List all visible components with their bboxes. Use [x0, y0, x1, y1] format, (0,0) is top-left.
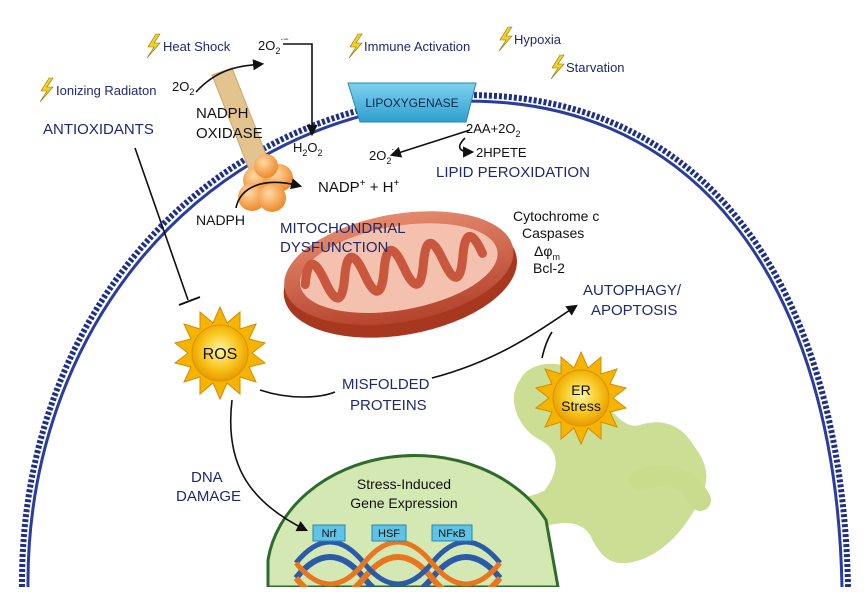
stressor-immune-activation: Immune Activation	[364, 39, 470, 54]
lipoxygenase-enzyme: LIPOXYGENASE	[347, 82, 477, 123]
lightning-icon	[550, 54, 565, 80]
misfolded-label-2: PROTEINS	[350, 397, 427, 414]
mitochondrion	[283, 211, 517, 338]
hpete-product: 2HPETE	[476, 145, 527, 160]
arrow-misfolded-to-apoptosis	[431, 304, 578, 379]
dna-helix	[293, 539, 503, 592]
gene-expression-title-2: Gene Expression	[350, 495, 457, 511]
ros-label: ROS	[203, 346, 238, 363]
gene-expression-title-1: Stress-Induced	[357, 476, 451, 492]
nadph-oxidase-label-2: OXIDASE	[196, 125, 263, 142]
autophagy-label-2: APOPTOSIS	[591, 302, 677, 319]
connector-ros-misfolded	[259, 389, 336, 398]
lipid-peroxidation-label: LIPID PEROXIDATION	[436, 164, 590, 181]
tf-hsf: HSF	[371, 524, 407, 542]
oxidase-subunit	[258, 184, 286, 212]
nadph-oxidase	[211, 67, 293, 212]
arachidonic-acid: 2AA+2O2	[466, 121, 521, 139]
er-stress-label-2: Stress	[561, 398, 601, 414]
er-stress-sun: ER Stress	[534, 350, 628, 446]
connector-er-to-apoptosis	[541, 331, 553, 359]
arrow-nadph-to-nadp	[235, 178, 303, 209]
tf-nrf-label: Nrf	[322, 528, 338, 540]
bcl-2: Bcl-2	[533, 260, 565, 276]
lightning-icon	[498, 26, 513, 52]
inhibition-antioxidants-ros	[134, 147, 189, 301]
tf-hsf-label: HSF	[378, 528, 400, 540]
stressor-heat-shock: Heat Shock	[163, 39, 231, 54]
cytochrome-c: Cytochrome c	[513, 208, 599, 224]
h2o2-label: H2O2	[293, 140, 323, 158]
antioxidants-label: ANTIOXIDANTS	[43, 121, 154, 138]
arrow-superoxide-to-h2o2	[283, 43, 318, 137]
lightning-icons	[39, 26, 565, 103]
inhibition-bar	[178, 296, 201, 306]
stressor-starvation: Starvation	[566, 60, 625, 75]
lightning-icon	[146, 33, 161, 59]
caspases: Caspases	[522, 225, 584, 241]
lightning-icon	[348, 33, 363, 59]
pathway-arrows	[134, 43, 578, 532]
tf-nfkb: NFκB	[431, 524, 473, 542]
superoxide-top: 2O2·−	[258, 34, 289, 56]
o2-reactant: 2O2	[172, 79, 194, 97]
nadph-reactant: NADPH	[196, 212, 245, 228]
mito-dysfunction-label-2: DYSFUNCTION	[280, 239, 388, 256]
lipoxygenase-label: LIPOXYGENASE	[365, 96, 458, 110]
superoxide-mid: 2O2·	[369, 144, 394, 166]
lightning-icon	[39, 77, 54, 103]
nadp-product: NADP+ + H+	[318, 178, 399, 196]
oxidase-subunit	[238, 183, 266, 211]
ros-sun: ROS	[173, 305, 267, 401]
delta-phi-m: Δφm	[534, 243, 560, 262]
arrow-ros-to-dna	[229, 399, 309, 532]
dna-damage-label-1: DNA	[191, 469, 223, 486]
misfolded-label-1: MISFOLDED	[342, 376, 430, 393]
arrow-o2-to-superoxide	[195, 59, 265, 93]
tf-nrf: Nrf	[312, 524, 346, 542]
stressor-ionizing-radiation: Ionizing Radiaton	[56, 83, 156, 98]
dna-damage-label-2: DAMAGE	[176, 488, 241, 505]
arrow-aa-to-hpete	[458, 137, 475, 158]
er-stress-label-1: ER	[571, 382, 590, 398]
tf-nfkb-label: NFκB	[438, 528, 466, 540]
nucleus: Stress-Induced Gene Expression Nrf HSF N…	[266, 453, 560, 592]
nadph-oxidase-label-1: NADPH	[196, 105, 249, 122]
autophagy-label-1: AUTOPHAGY/	[583, 282, 682, 299]
arrow-lipox-to-superoxide	[389, 129, 471, 158]
stressor-hypoxia: Hypoxia	[514, 32, 562, 47]
oxidase-subunit	[254, 154, 278, 178]
mito-dysfunction-label-1: MITOCHONDRIAL	[280, 220, 406, 237]
